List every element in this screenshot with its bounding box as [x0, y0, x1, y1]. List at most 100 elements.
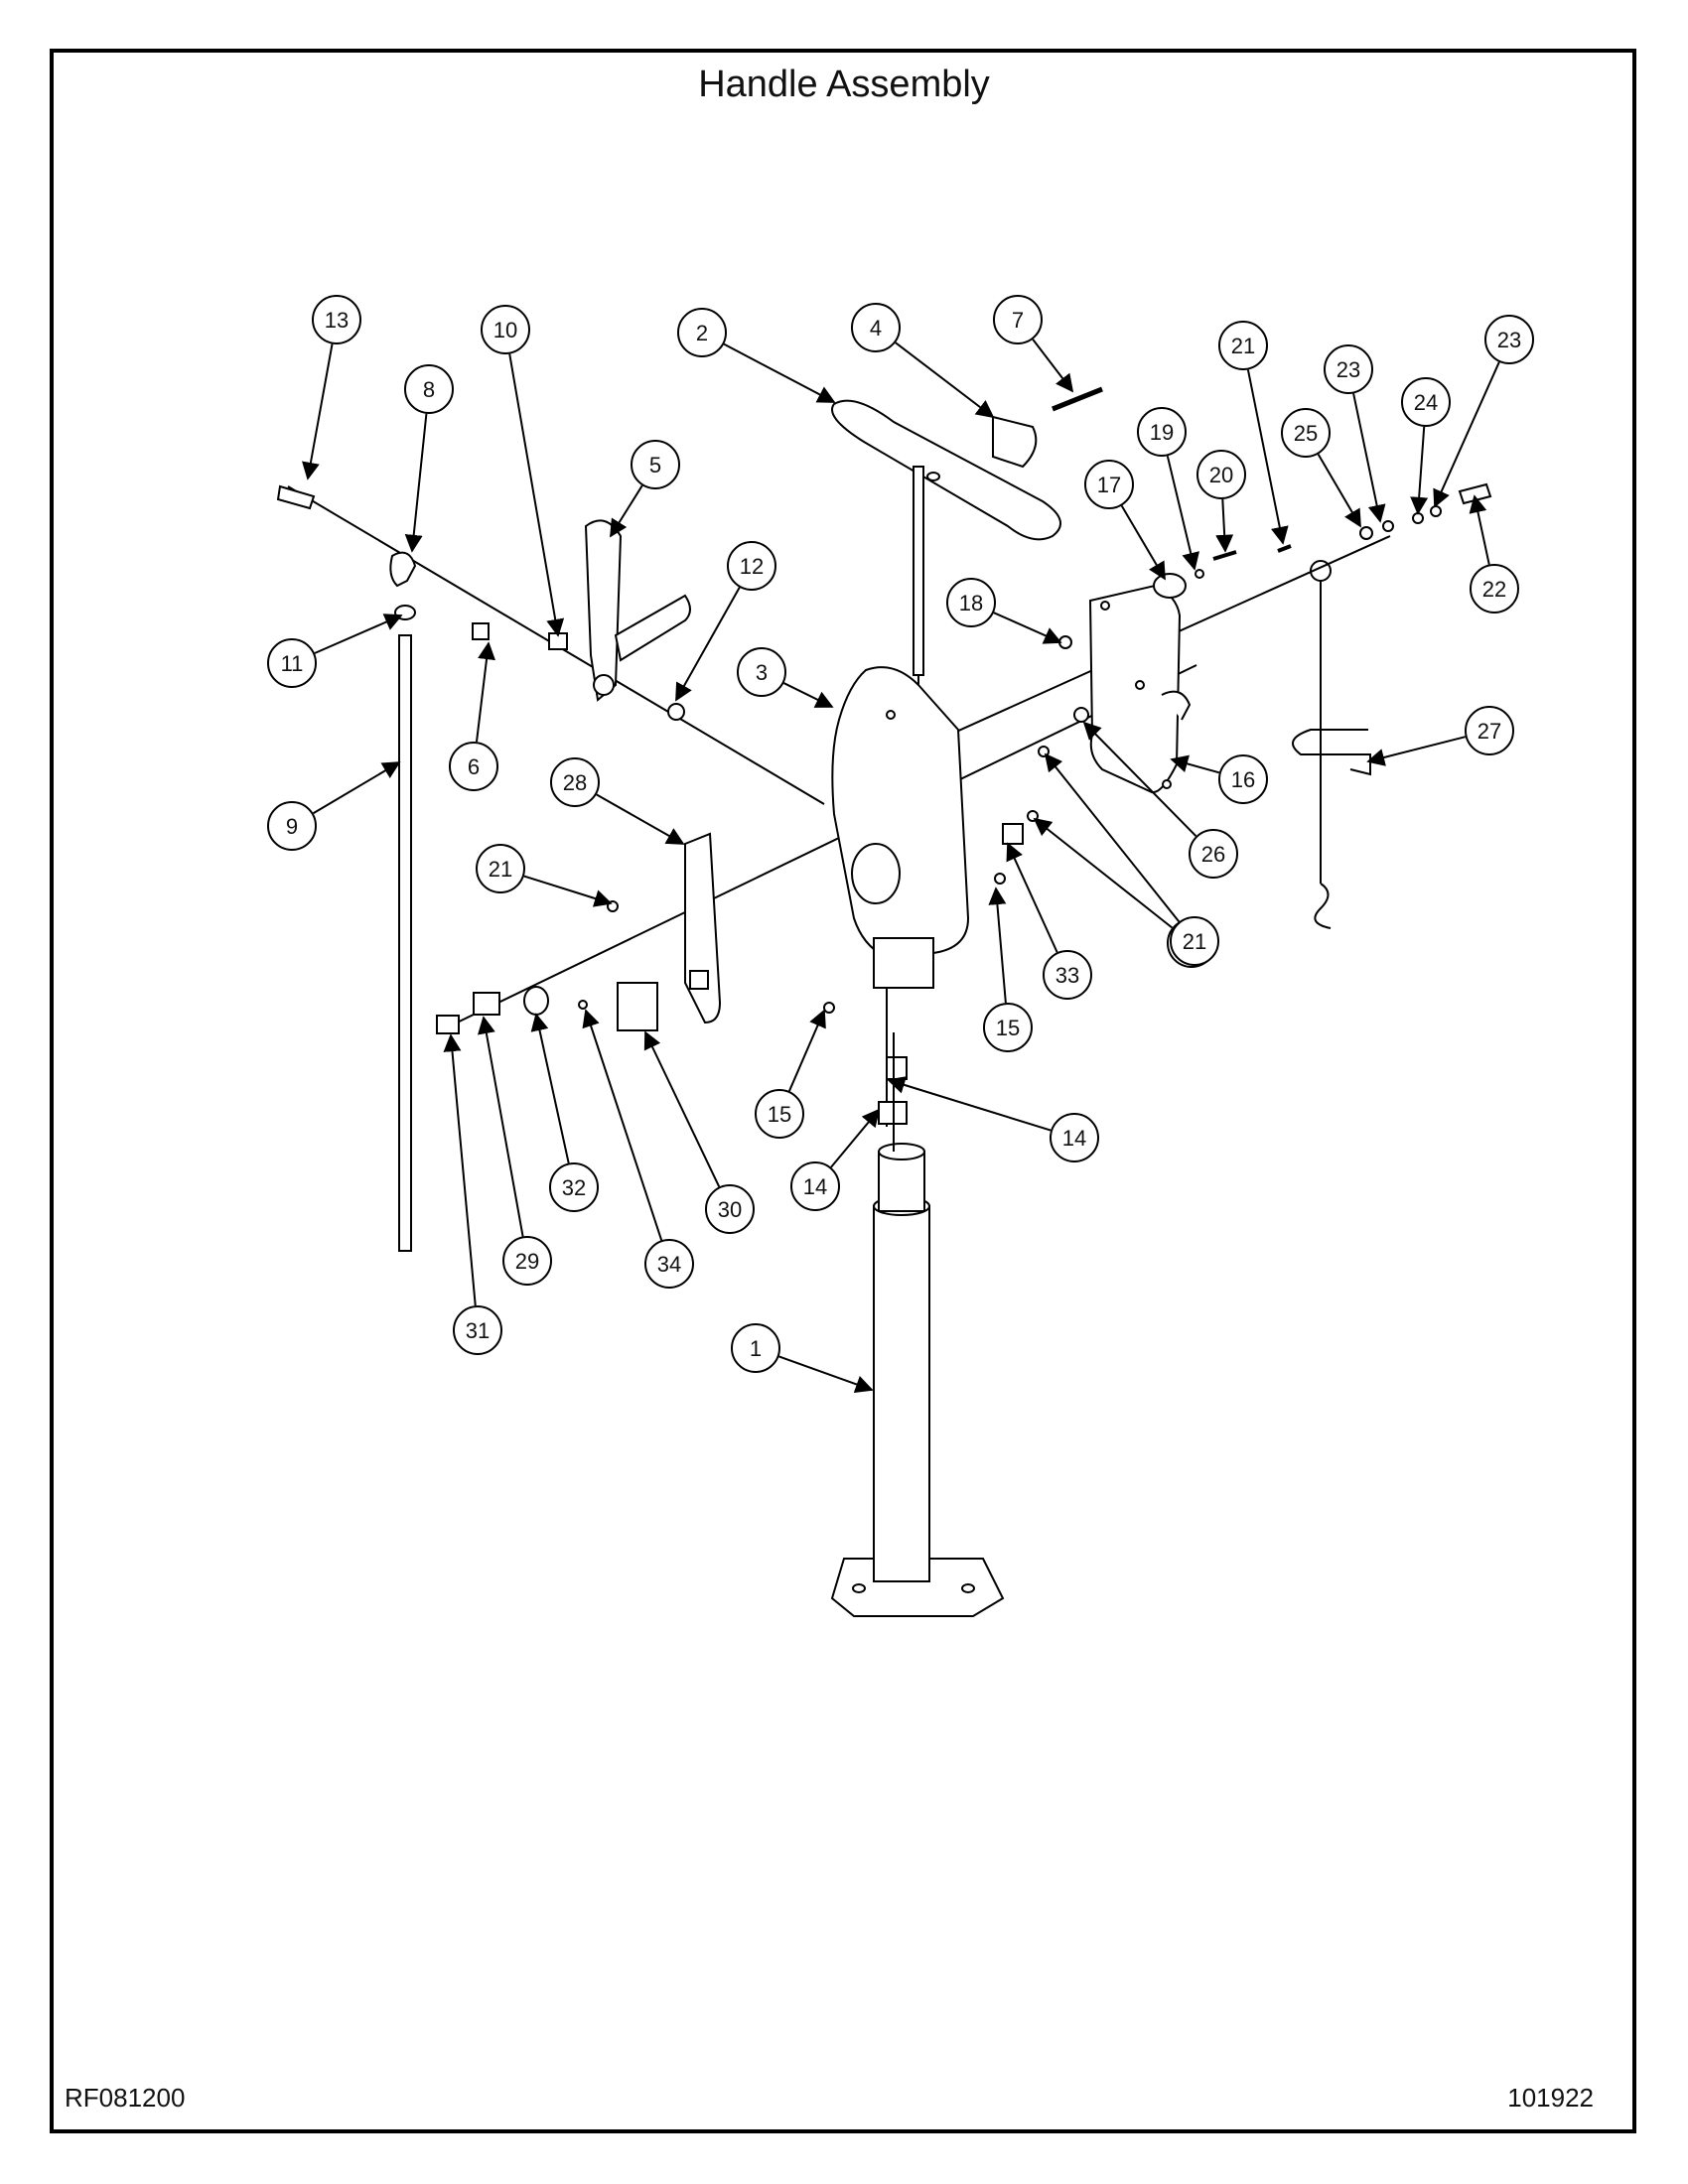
leader-arrow [530, 1013, 570, 1163]
callout-number: 26 [1201, 842, 1225, 867]
leader-arrow [1433, 361, 1500, 508]
callout-balloon [1137, 407, 1187, 457]
screw [578, 1000, 588, 1010]
rod-end [389, 551, 417, 588]
leader-arrow [723, 342, 836, 403]
coupler [878, 1032, 908, 1152]
axis-line [446, 664, 1197, 1028]
callout-14: 14 [887, 1076, 1099, 1162]
callout-13: 13 [302, 295, 361, 480]
rocker-switch [617, 982, 658, 1031]
callout-number: 34 [657, 1252, 681, 1277]
callout-27: 27 [1366, 706, 1514, 766]
leader-arrow [643, 1030, 721, 1187]
callout-16: 16 [1170, 754, 1268, 804]
handle-bracket [992, 415, 1038, 469]
callout-balloon [705, 1184, 755, 1234]
callout-number: 11 [281, 651, 304, 676]
callout-balloon [267, 801, 317, 851]
leader-arrow [1006, 842, 1058, 953]
callout-balloon [476, 844, 525, 893]
t-handle [831, 399, 1061, 676]
callout-balloon [790, 1161, 840, 1211]
control-rod [398, 634, 412, 1252]
callout-number: 7 [1012, 308, 1024, 333]
callout-3: 3 [737, 647, 834, 708]
callout-balloon [993, 295, 1043, 344]
callout-34: 34 [582, 1009, 694, 1289]
callout-balloon [1465, 706, 1514, 755]
callout-balloon [1050, 1113, 1099, 1162]
nut [667, 703, 685, 721]
washer [1430, 505, 1442, 517]
callout-balloon [644, 1239, 694, 1289]
callout-32: 32 [530, 1013, 599, 1212]
callout-balloon [1084, 460, 1134, 509]
callout-number: 12 [740, 554, 764, 579]
hook-rod [1292, 560, 1371, 929]
callout-29: 29 [478, 1016, 552, 1286]
callout-number: 23 [1497, 328, 1521, 352]
callout-number: 16 [1231, 767, 1255, 792]
leader-arrow [312, 761, 401, 815]
leader-arrow [1469, 494, 1490, 565]
callout-number: 19 [1150, 420, 1174, 445]
callout-number: 2 [696, 321, 708, 345]
nut [1359, 526, 1373, 540]
callout-number: 13 [325, 308, 349, 333]
callout-21: 21 [1218, 321, 1289, 545]
callout-balloon [404, 364, 454, 414]
switch-cap [436, 1015, 460, 1034]
callout-number: 21 [1183, 929, 1206, 954]
callout-28: 28 [550, 757, 685, 845]
leader-arrow [988, 887, 1007, 1004]
spacer [548, 632, 568, 650]
gear-housing [831, 666, 970, 989]
leader-arrow [1120, 505, 1166, 581]
leader-arrow [314, 614, 403, 654]
callout-number: 4 [870, 316, 882, 341]
callout-number: 30 [718, 1197, 742, 1222]
callout-number: 18 [959, 591, 983, 615]
screw [823, 1002, 835, 1014]
callout-balloon [1470, 564, 1519, 614]
callout-balloon [1324, 344, 1373, 394]
leader-arrow [1033, 817, 1174, 929]
leader-arrow [675, 587, 741, 702]
leader-arrow [788, 1009, 826, 1092]
leader-arrow [778, 1355, 874, 1393]
roller [1153, 573, 1187, 599]
callout-number: 20 [1209, 463, 1233, 487]
leader-arrow [508, 353, 565, 637]
leader-arrow [610, 484, 643, 538]
callout-number: 21 [1231, 334, 1255, 358]
callout-balloon [502, 1236, 552, 1286]
callout-21: 21 [476, 844, 613, 907]
panel-cutout [689, 970, 709, 990]
callout-balloon [453, 1305, 502, 1355]
callout-8: 8 [404, 364, 454, 553]
callout-23: 23 [1324, 344, 1386, 523]
callout-22: 22 [1469, 494, 1519, 614]
callout-26: 26 [1082, 721, 1238, 879]
callout-balloon [631, 440, 680, 489]
callout-balloon [449, 742, 498, 791]
leader-arrow [1166, 456, 1199, 571]
callout-6: 6 [449, 641, 498, 791]
callout-number: 27 [1477, 719, 1501, 744]
callout-balloon [1043, 950, 1092, 1000]
clip [1002, 823, 1024, 845]
callout-balloon [1218, 321, 1268, 370]
leader-arrow [302, 343, 334, 480]
callout-5: 5 [610, 440, 680, 538]
lock-washer [1412, 512, 1424, 524]
callout-balloon [731, 1323, 780, 1373]
callout-balloon [481, 305, 530, 354]
callout-30: 30 [643, 1030, 755, 1234]
callout-balloon [1218, 754, 1268, 804]
callout-14: 14 [790, 1108, 881, 1211]
callout-number: 8 [423, 377, 435, 402]
callout-33: 33 [1006, 842, 1092, 1000]
callout-4: 4 [851, 303, 995, 419]
callout-11: 11 [267, 614, 403, 688]
